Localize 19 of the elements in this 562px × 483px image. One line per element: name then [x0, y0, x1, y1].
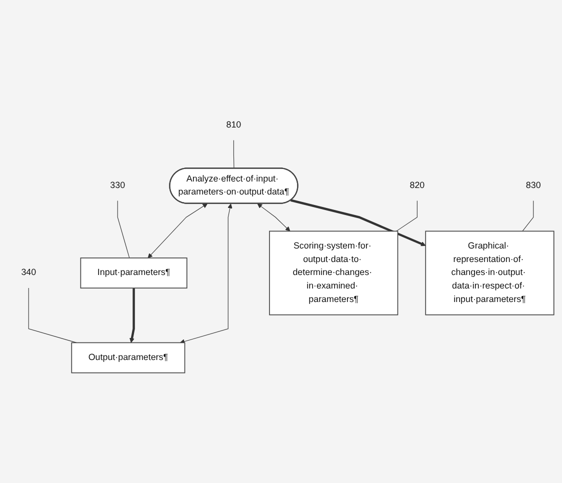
node-text: 340 [21, 268, 36, 278]
connector [117, 200, 130, 258]
arrow [290, 199, 426, 246]
connector [396, 200, 418, 232]
node-box: Graphical· representation·of· changes·in·output· data·in·respect·of· input·parameters¶ [425, 230, 554, 316]
node-text: 810 [226, 120, 242, 130]
node-text: 330 [110, 180, 126, 190]
node-box: Output·parameters¶ [71, 342, 186, 374]
node-box: Scoring·system·for· output·data·to· determine·changes· in·examined· parameters¶ [269, 230, 398, 316]
node-box: Input·parameters¶ [80, 258, 188, 288]
arrow [180, 204, 232, 344]
arrow [257, 204, 290, 232]
node-text: 820 [410, 180, 425, 190]
arrow [130, 288, 135, 343]
connector [522, 200, 534, 232]
arrow [148, 203, 208, 258]
connector [28, 288, 77, 343]
node-text: 830 [526, 180, 541, 190]
connector [233, 140, 234, 169]
